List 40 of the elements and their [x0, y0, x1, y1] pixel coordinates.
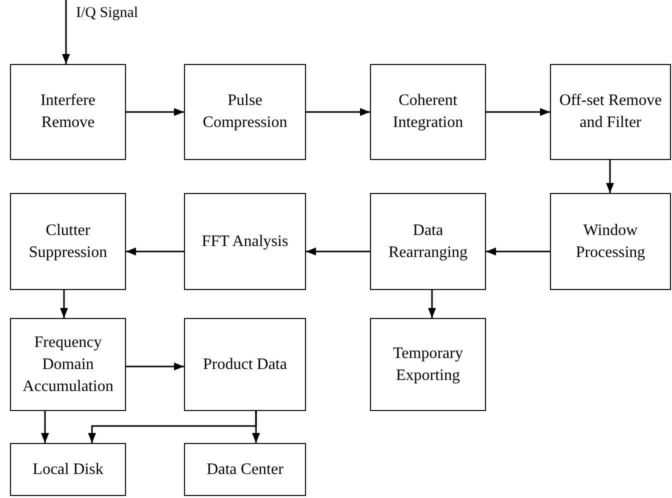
box-label: Window Processing: [574, 220, 646, 262]
arrow: [60, 290, 68, 318]
process-box: [184, 443, 306, 496]
process-box: [370, 64, 486, 160]
process-box: [370, 318, 486, 411]
process-box: [550, 193, 671, 290]
arrow: [88, 411, 257, 443]
edge-label: I/Q Signal: [74, 6, 140, 21]
box-label: Interfere Remove: [39, 91, 97, 133]
process-box: [10, 64, 126, 160]
box-label: Pulse Compression: [202, 91, 288, 133]
process-box: [10, 193, 126, 290]
arrow: [486, 248, 550, 256]
box-label: Data Center: [206, 460, 284, 480]
process-box: [10, 443, 126, 496]
arrow: [306, 108, 370, 116]
arrow: [306, 248, 370, 256]
process-box: [10, 318, 126, 411]
box-label: Clutter Suppression: [28, 220, 108, 262]
arrow: [126, 248, 184, 256]
process-box: [550, 64, 671, 160]
arrow: [428, 290, 436, 318]
box-label: Temporary Exporting: [392, 344, 464, 386]
box-label: FFT Analysis: [202, 232, 288, 252]
box-label: Off-set Remove and Filter: [558, 91, 663, 133]
box-label: Data Rearranging: [387, 220, 469, 262]
process-box: [184, 64, 306, 160]
box-label: Product Data: [203, 354, 287, 374]
box-label: Local Disk: [32, 460, 104, 480]
process-box: [184, 318, 306, 411]
box-label: Coherent Integration: [392, 91, 464, 133]
process-box: [184, 193, 306, 290]
process-box: [370, 193, 486, 290]
arrow: [486, 108, 550, 116]
arrow: [41, 411, 49, 443]
arrow: [126, 108, 184, 116]
arrow: [62, 0, 70, 64]
arrow: [126, 362, 184, 370]
box-label: Frequency Domain Accumulation: [22, 332, 114, 396]
arrow: [606, 160, 614, 193]
